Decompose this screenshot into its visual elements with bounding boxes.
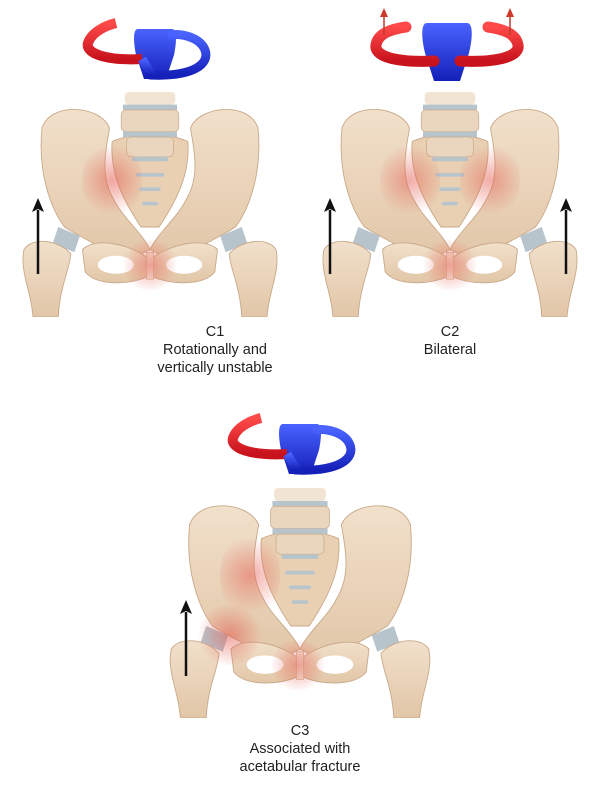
symphysis-injury-highlight (268, 640, 328, 690)
panel-c3: C3 Associated with acetabular fracture (160, 400, 440, 800)
left-vertical-up-arrow-icon (324, 198, 336, 274)
right-injury-highlight (460, 140, 520, 220)
panel-code: C1 (205, 324, 225, 340)
left-vertical-up-arrow-icon (32, 198, 44, 274)
left-vertical-up-arrow-icon (180, 600, 192, 676)
caption-c3: C3 Associated with acetabular fracture (225, 722, 375, 776)
caption-c2: C2 Bilateral (400, 323, 500, 359)
caption-line-1: Associated with (249, 741, 351, 757)
panel-code: C2 (440, 324, 460, 340)
left-injury-highlight (82, 140, 142, 220)
rotational-ring-partial-red-icon (227, 413, 356, 475)
right-vertical-up-arrow-icon (560, 198, 572, 274)
rotational-ring-bilateral-red-icon (370, 8, 524, 81)
symphysis-injury-highlight (120, 240, 180, 290)
panel-code: C3 (290, 723, 310, 739)
acetabular-injury-highlight (195, 605, 265, 665)
caption-line-2: vertically unstable (157, 360, 273, 376)
symphysis-injury-highlight (420, 240, 480, 290)
left-injury-highlight (380, 140, 440, 220)
panel-c1: C1 Rotationally and vertically unstable (0, 0, 300, 390)
caption-c1: C1 Rotationally and vertically unstable (140, 323, 290, 377)
caption-line-1: Bilateral (423, 342, 477, 358)
caption-line-2: acetabular fracture (239, 759, 361, 775)
rotational-ring-partial-red-icon (82, 18, 211, 80)
panel-c2: C2 Bilateral (300, 0, 600, 390)
caption-line-1: Rotationally and (163, 342, 267, 358)
